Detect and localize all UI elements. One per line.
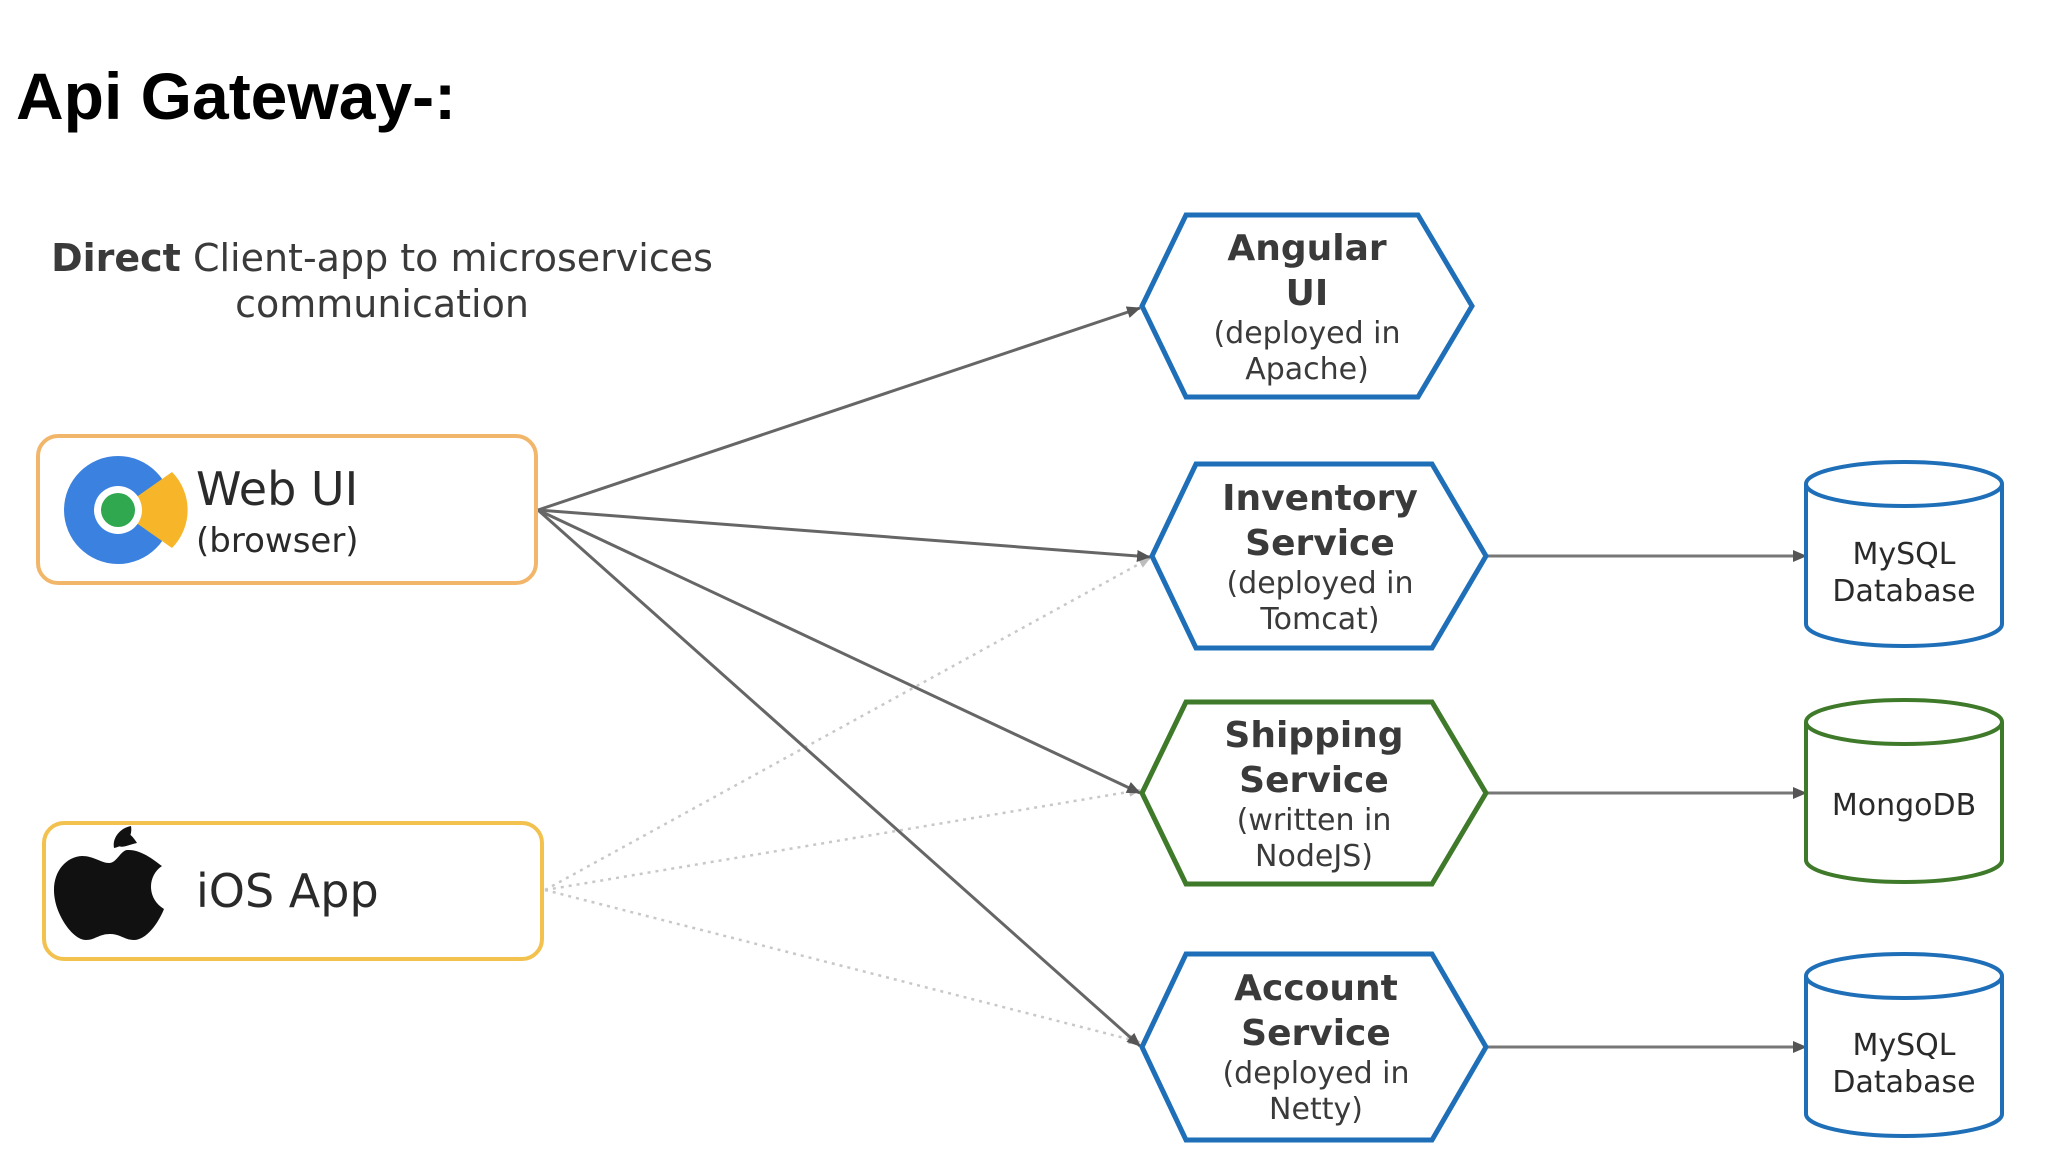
client-ios-app-title: iOS App (196, 864, 379, 918)
service-shipping-sub-2: NodeJS) (1255, 839, 1373, 874)
web-to-shipping-connector (537, 508, 1141, 795)
database-mongodb-line1: MongoDB (1832, 788, 1976, 823)
chrome-icon (64, 456, 188, 564)
service-inventory-title-1: Inventory (1222, 478, 1418, 519)
service-shipping-hexagon (1139, 699, 1489, 887)
ios-to-shipping-connector (544, 786, 1141, 892)
web-to-account-connector (537, 508, 1141, 1048)
service-shipping: Shipping Service (written in NodeJS) (1139, 699, 1489, 887)
service-inventory-sub-2: Tomcat) (1259, 602, 1379, 637)
database-mysql-inventory-cylinder (1804, 484, 2004, 648)
web-connectors (537, 306, 1151, 1048)
service-angular-ui-sub-1: (deployed in (1213, 316, 1400, 351)
apple-icon (53, 826, 164, 940)
caption-rest: Client-app to microservices (181, 236, 713, 280)
database-mysql-inventory: MySQL Database (1804, 460, 2004, 648)
caption-bold-word: Direct (51, 236, 181, 280)
service-inventory-title-2: Service (1245, 523, 1395, 564)
service-angular-ui-title-2: UI (1286, 273, 1329, 314)
service-account-sub-1: (deployed in (1222, 1056, 1409, 1091)
diagram-caption-line1: Direct Client-app to microservices (51, 236, 713, 280)
ios-connectors (544, 556, 1151, 1045)
service-inventory-hexagon (1149, 461, 1489, 651)
page-title: Api Gateway-: (16, 59, 457, 133)
service-inventory: Inventory Service (deployed in Tomcat) (1149, 461, 1489, 651)
client-web-ui-subtitle: (browser) (196, 521, 359, 561)
web-to-angular-connector (537, 306, 1141, 512)
database-mongodb-cylinder (1804, 722, 2004, 884)
database-mysql-account-cylinder (1804, 976, 2004, 1138)
service-account-title-2: Service (1241, 1013, 1391, 1054)
database-mysql-account: MySQL Database (1804, 952, 2004, 1138)
service-account: Account Service (deployed in Netty) (1139, 951, 1489, 1143)
service-angular-ui-sub-2: Apache) (1245, 352, 1369, 387)
client-web-ui-title: Web UI (196, 462, 358, 516)
database-mysql-account-line1: MySQL (1852, 1028, 1955, 1063)
database-mysql-inventory-line1: MySQL (1852, 537, 1955, 572)
service-account-sub-2: Netty) (1269, 1092, 1363, 1127)
web-to-inventory-connector (537, 508, 1151, 562)
client-web-ui-box (36, 434, 538, 585)
client-web-ui: Web UI (browser) (36, 434, 538, 585)
database-mongodb: MongoDB (1804, 698, 2004, 884)
database-mysql-account-line2: Database (1832, 1065, 1975, 1100)
client-ios-app-box (42, 821, 544, 961)
service-account-hexagon (1139, 951, 1489, 1143)
service-shipping-sub-1: (written in (1237, 803, 1392, 838)
service-shipping-title-2: Service (1239, 760, 1389, 801)
service-shipping-title-1: Shipping (1224, 715, 1403, 756)
ios-to-inventory-connector (544, 556, 1151, 892)
service-inventory-sub-1: (deployed in (1226, 566, 1413, 601)
service-angular-ui: Angular UI (deployed in Apache) (1139, 212, 1475, 400)
service-angular-ui-title-1: Angular (1227, 228, 1387, 269)
service-angular-ui-hexagon (1139, 212, 1475, 400)
diagram-caption-line2: communication (235, 282, 529, 326)
database-mysql-inventory-line2: Database (1832, 574, 1975, 609)
db-connectors (1486, 550, 1807, 1053)
service-account-title-1: Account (1234, 968, 1398, 1009)
client-ios-app: iOS App (42, 821, 544, 961)
